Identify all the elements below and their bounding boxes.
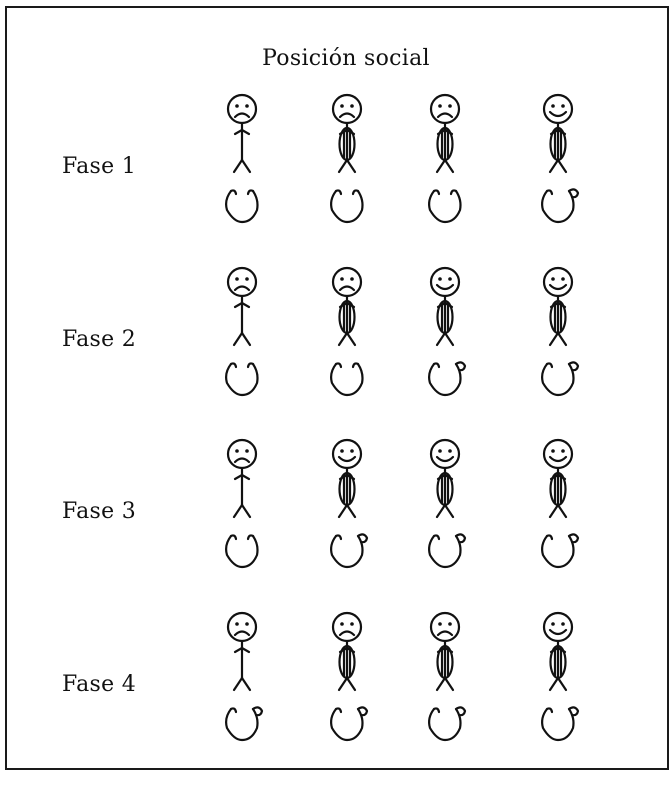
cup-shape [330,362,364,397]
cup-shape [225,362,259,397]
head-outline [429,93,461,125]
smile-mouth [435,283,455,291]
cup-shape [225,189,259,224]
stick-figure-happy-oval [317,437,377,587]
hook-curl [454,533,467,544]
stick-figure-happy-oval [528,265,588,415]
stick-figure-happy-oval [415,265,475,415]
stick-figure-drawing [225,93,259,224]
head-outline [331,438,363,470]
hook-curl [454,706,467,717]
frown-mouth [233,457,251,464]
stick-figure-sad-oval [317,610,377,760]
head-outline [429,438,461,470]
head-outline [542,266,574,298]
head-outline [429,266,461,298]
stick-figure-happy-oval [528,437,588,587]
smile-mouth [548,110,568,118]
stick-figure-drawing [330,266,364,397]
cup-shape [330,189,364,224]
stick-figure-sad-oval [317,265,377,415]
head-outline [331,611,363,643]
phase-label-1: Fase 1 [62,154,136,179]
stick-figure-drawing [225,266,259,397]
frown-mouth [233,630,251,637]
hook-curl [567,188,580,199]
stick-figure-drawing [428,611,467,742]
cup-shape [330,707,364,742]
frown-mouth [233,285,251,292]
phase-label-2: Fase 2 [62,327,136,352]
head-outline [331,93,363,125]
stick-figure-drawing [541,266,580,397]
stick-figure-sad-oval [415,610,475,760]
stick-figure-drawing [541,611,580,742]
head-outline [542,438,574,470]
hook-curl [567,533,580,544]
frown-mouth [233,112,251,119]
stick-figure-drawing [225,611,264,742]
cup-shape [428,707,462,742]
head-outline [331,266,363,298]
frown-mouth [338,112,356,119]
hook-curl [251,706,264,717]
stick-figure-drawing [330,438,369,569]
smile-mouth [435,455,455,463]
stick-figure-drawing [428,266,467,397]
stick-figure-sad-simple [212,265,272,415]
stick-figure-drawing [541,438,580,569]
frown-mouth [436,630,454,637]
diagram-heading: Posición social [262,46,430,71]
hook-curl [454,361,467,372]
cup-shape [225,534,259,569]
head-outline [226,93,258,125]
cup-shape [428,189,462,224]
head-outline [542,93,574,125]
stick-figure-drawing [330,611,369,742]
smile-mouth [337,455,357,463]
frown-mouth [338,285,356,292]
smile-mouth [548,283,568,291]
cup-shape [225,707,259,742]
stick-figure-happy-oval [528,610,588,760]
head-outline [542,611,574,643]
frown-mouth [338,630,356,637]
hook-curl [356,706,369,717]
stick-figure-drawing [330,93,364,224]
stick-figure-drawing [541,93,580,224]
stick-figure-sad-oval [317,92,377,242]
head-outline [226,611,258,643]
cup-shape [428,362,462,397]
stick-figure-happy-oval [528,92,588,242]
cup-shape [330,534,364,569]
cup-shape [541,534,575,569]
stick-figure-drawing [225,438,259,569]
hook-curl [356,533,369,544]
cup-shape [428,534,462,569]
cup-shape [541,707,575,742]
hook-curl [567,706,580,717]
phase-label-4: Fase 4 [62,672,136,697]
cup-shape [541,189,575,224]
head-outline [226,266,258,298]
stick-figure-sad-oval [415,92,475,242]
cup-shape [541,362,575,397]
smile-mouth [548,628,568,636]
stick-figure-sad-simple [212,437,272,587]
smile-mouth [548,455,568,463]
stick-figure-sad-simple [212,92,272,242]
stick-figure-drawing [428,93,462,224]
stick-figure-sad-simple [212,610,272,760]
hook-curl [567,361,580,372]
head-outline [226,438,258,470]
diagram-frame [5,6,669,770]
stick-figure-drawing [428,438,467,569]
frown-mouth [436,112,454,119]
phase-label-3: Fase 3 [62,499,136,524]
stick-figure-happy-oval [415,437,475,587]
head-outline [429,611,461,643]
